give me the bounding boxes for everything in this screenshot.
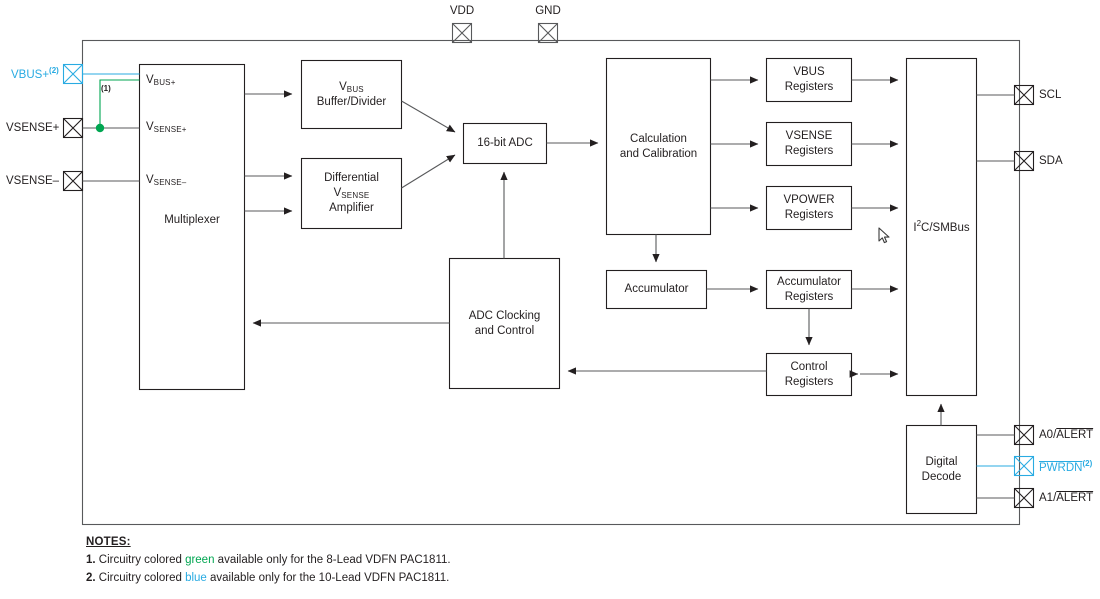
vsense-registers-rect (765, 121, 853, 167)
left-pin-symbols (62, 63, 84, 192)
vsense-plus-pin-label: VSENSE+ (6, 122, 60, 134)
vbus-reg-line1: VBUS (793, 66, 825, 79)
a0-prefix: A0/ (1039, 429, 1057, 441)
accumulator-registers-rect (765, 269, 853, 310)
i2c-sup: 2 (916, 218, 922, 228)
note-2-post: available only for the 10-Lead VDFN PAC1… (206, 572, 450, 584)
vpower-reg-line2: Registers (784, 209, 834, 221)
vsense-registers-label: VSENSE Registers (767, 123, 851, 165)
calc-line1: Calculation (630, 132, 687, 145)
vdd-pin-label: VDD (449, 5, 475, 17)
calculation-and-calibration-label: Calculation and Calibration (607, 59, 710, 234)
note-2-pre: Circuitry colored (95, 572, 186, 584)
vbus-buffer-line1: VBUS (339, 80, 364, 94)
vbus-plus-pin-note: (2) (49, 66, 59, 75)
differential-vsense-amplifier-label: Differential VSENSE Amplifier (302, 159, 401, 228)
pwrdn-overline: PWRDN (1039, 461, 1083, 474)
vbus-plus-pin-text: VBUS+ (11, 68, 50, 81)
vsense-reg-line1: VSENSE (785, 130, 833, 143)
notes-section: NOTES: 1. Circuitry colored green availa… (86, 536, 451, 584)
acc-reg-line1: Accumulator (777, 275, 841, 288)
adc-label: 16-bit ADC (477, 137, 533, 150)
control-registers-rect (765, 352, 853, 397)
vsense-minus-pin-label: VSENSE– (6, 175, 60, 187)
mux-port-vsense-minus-sub: SENSE– (153, 178, 187, 187)
note-item-1: 1. Circuitry colored green available onl… (86, 554, 451, 566)
vbus-buffer-line2: Buffer/Divider (316, 95, 387, 108)
multiplexer-label: Multiplexer (164, 213, 220, 226)
mouse-cursor (878, 227, 890, 244)
ctrl-reg-line2: Registers (784, 375, 834, 388)
clocking-line1: ADC Clocking (468, 309, 541, 322)
top-pin-symbols (451, 22, 559, 44)
vbus-buffer-divider-label: VBUS Buffer/Divider (302, 61, 401, 128)
a1-alert-overline: ALERT (1056, 492, 1094, 504)
wire-vbus-buffer-to-adc (401, 100, 456, 133)
mux-port-vsense-plus-label: VSENSE+ (146, 120, 187, 134)
note-item-2: 2. Circuitry colored blue available only… (86, 572, 451, 584)
note-1-pre: Circuitry colored (95, 554, 186, 566)
pwrdn-note: (2) (1082, 459, 1093, 468)
a1-prefix: A1/ (1039, 492, 1057, 504)
calculation-and-calibration-rect (605, 57, 712, 236)
note-1-post: available only for the 8-Lead VDFN PAC18… (214, 554, 451, 566)
note-1-number: 1. (86, 554, 96, 566)
mux-port-vsense-plus-sub: SENSE+ (153, 125, 187, 134)
mux-port-vbus-plus-sub: BUS+ (153, 78, 176, 87)
i2c-base: I (913, 221, 917, 234)
diff-amp-line3: Amplifier (329, 201, 374, 214)
a0-alert-pin-label: A0/ALERT (1039, 428, 1093, 442)
device-package-boundary (81, 39, 1021, 526)
vpower-reg-line1: VPOWER (783, 194, 835, 207)
gnd-pin-label: GND (535, 5, 561, 17)
digital-decode-line2: Decode (921, 470, 962, 483)
vbus-registers-rect (765, 57, 853, 103)
diff-amp-line2: VSENSE (333, 187, 370, 201)
wire-green-branch (99, 79, 140, 128)
adc-rect (462, 122, 548, 165)
mux-port-vsense-minus-base: V (146, 174, 154, 186)
mux-port-vsense-minus-label: VSENSE– (146, 173, 186, 187)
multiplexer-rect (138, 63, 246, 391)
vpower-registers-label: VPOWER Registers (767, 187, 851, 229)
vsense-plus-junction-dot (95, 123, 105, 133)
acc-reg-line2: Registers (784, 290, 834, 303)
note-2-number: 2. (86, 572, 96, 584)
vbus-reg-line2: Registers (784, 81, 834, 93)
i2c-rest: C/SMBus (921, 221, 970, 234)
right-pin-symbols (1013, 84, 1035, 509)
a1-alert-pin-label: A1/ALERT (1039, 491, 1093, 505)
i2c-smbus-label: I2C/SMBus (907, 59, 976, 395)
clocking-line2: and Control (474, 324, 535, 337)
mux-port-vsense-plus-base: V (146, 121, 154, 133)
vbus-plus-pin-label: VBUS+(2) (11, 66, 59, 82)
green-branch-marker: (1) (101, 84, 111, 93)
sda-pin-label: SDA (1039, 155, 1063, 167)
diff-amp-line1: Differential (324, 172, 379, 185)
i2c-smbus-rect (905, 57, 978, 397)
vbus-buffer-divider-rect (300, 59, 403, 130)
scl-pin-label: SCL (1039, 89, 1062, 101)
digital-decode-line1: Digital (925, 455, 958, 468)
vpower-registers-rect (765, 185, 853, 231)
vsense-reg-line2: Registers (784, 145, 834, 157)
mux-port-vbus-plus-label: VBUS+ (146, 73, 176, 87)
wire-diff-amp-to-adc (401, 154, 456, 189)
mux-port-vbus-plus-base: V (146, 74, 154, 86)
adc-clocking-and-control-label: ADC Clocking and Control (450, 259, 559, 388)
accumulator-label: Accumulator (624, 283, 689, 296)
a0-alert-overline: ALERT (1056, 429, 1094, 441)
note-2-color-word: blue (185, 572, 207, 584)
ctrl-reg-line1: Control (790, 360, 828, 373)
notes-heading: NOTES: (86, 536, 131, 548)
pwrdn-pin-label: PWRDN(2) (1039, 459, 1092, 475)
note-1-color-word: green (185, 554, 215, 566)
vbus-registers-label: VBUS Registers (767, 59, 851, 101)
differential-vsense-amplifier-rect (300, 157, 403, 230)
calc-line2: and Calibration (619, 147, 698, 160)
